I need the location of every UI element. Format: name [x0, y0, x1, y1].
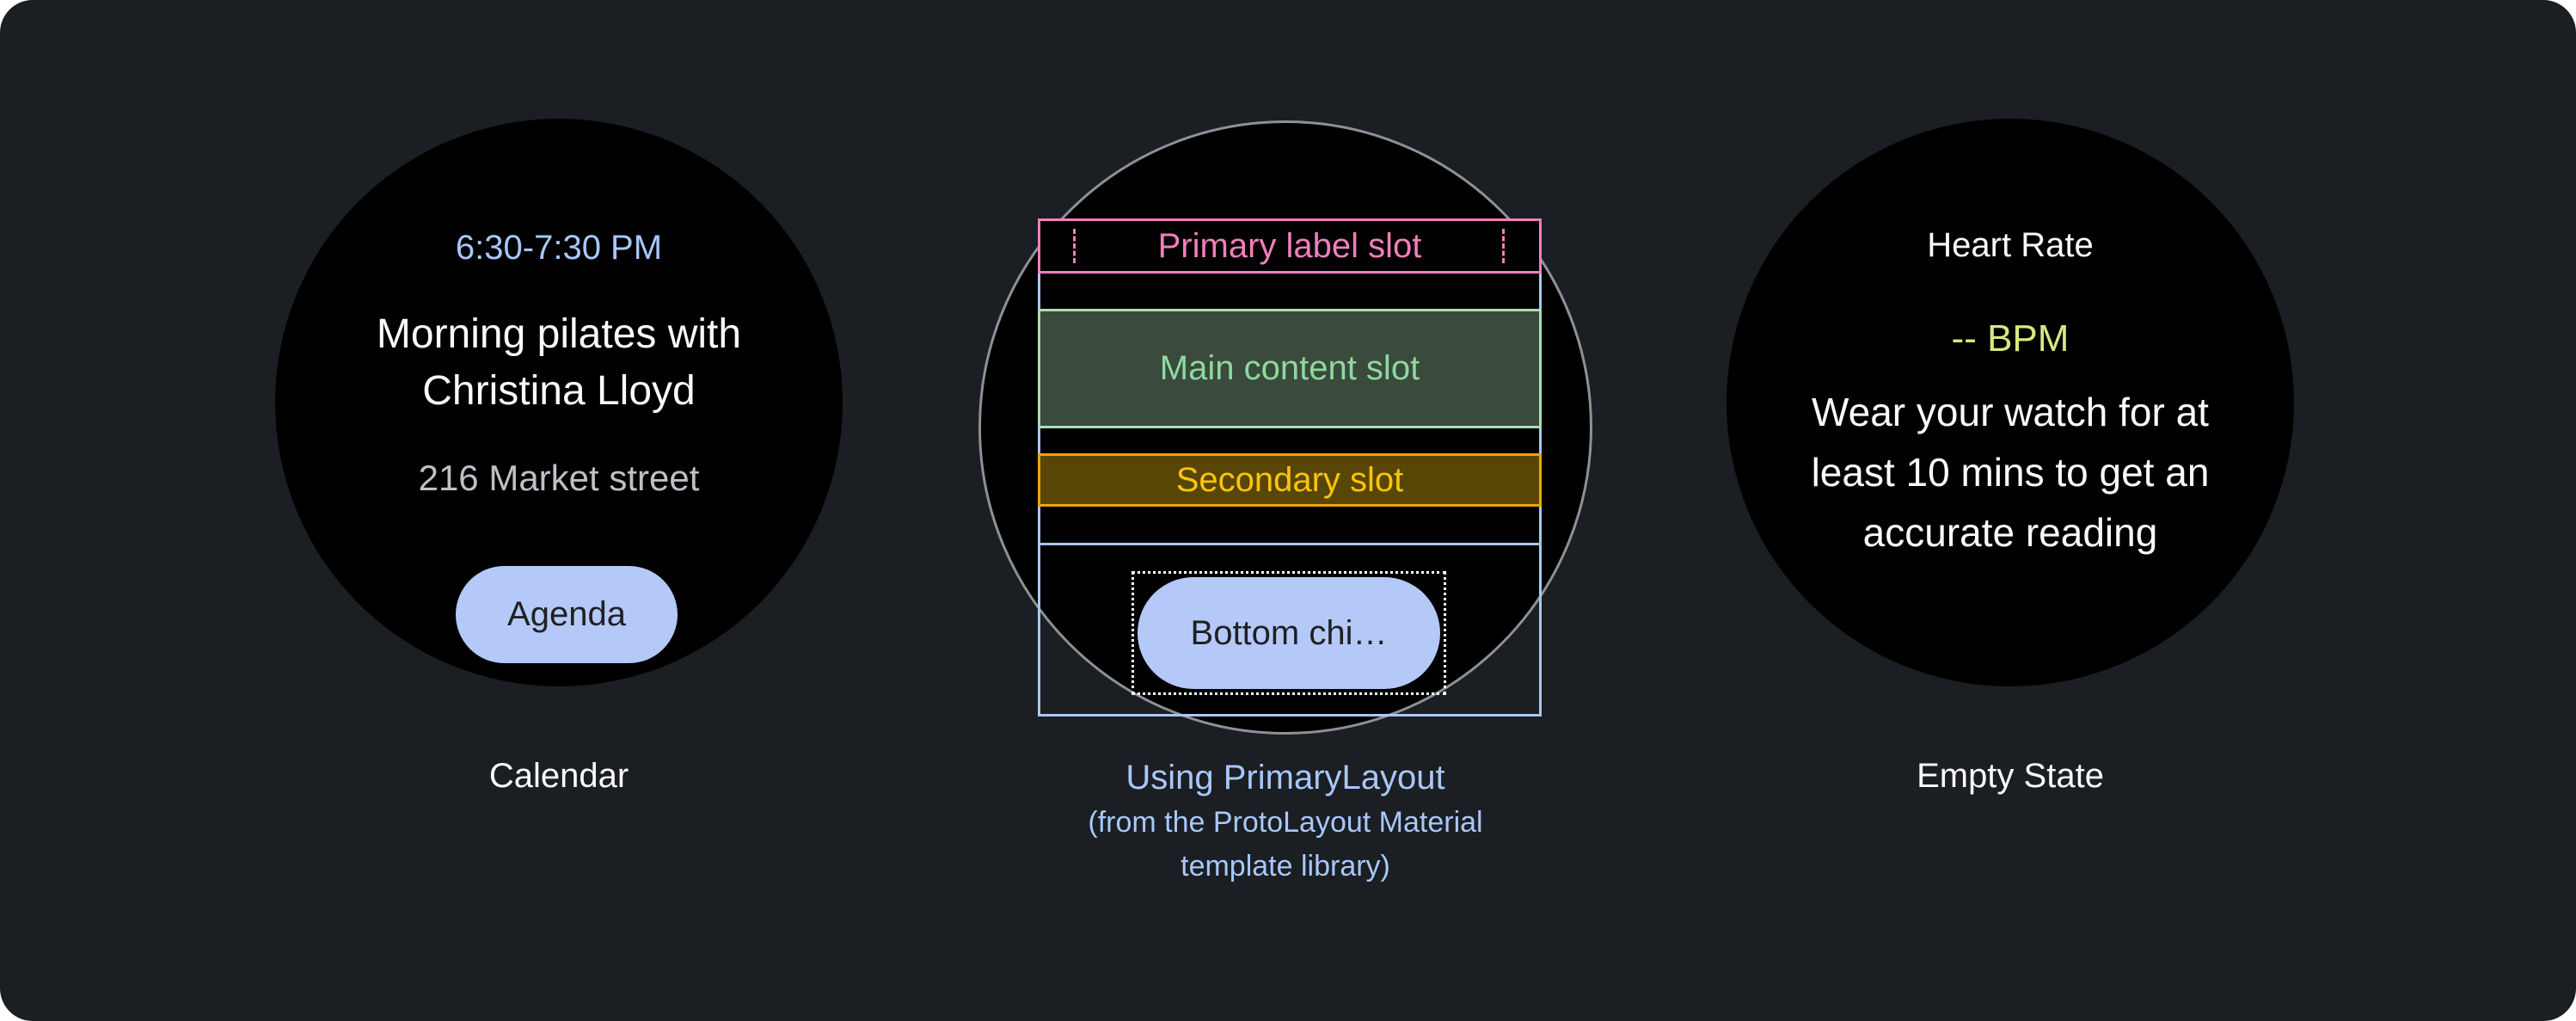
primarylayout-caption-line-2: (from the ProtoLayout Material: [1088, 806, 1483, 839]
slot-divider-line: [1038, 543, 1542, 545]
main-content-slot: Main content slot: [1038, 309, 1542, 428]
heart-rate-title: Heart Rate: [1927, 226, 2094, 264]
secondary-slot-text: Secondary slot: [1175, 460, 1404, 499]
heart-rate-message-line-3: accurate reading: [1862, 510, 2158, 555]
event-title-line-2: Christina Lloyd: [422, 368, 696, 414]
main-content-slot-text: Main content slot: [1159, 349, 1420, 387]
bottom-chip-button[interactable]: Bottom chi…: [1138, 577, 1440, 689]
bottom-chip-slot-outline: Bottom chi…: [1132, 571, 1446, 695]
event-location-label: 216 Market street: [418, 458, 700, 498]
event-time-label: 6:30-7:30 PM: [455, 229, 663, 267]
margin-guide-left: [1073, 229, 1076, 263]
heart-rate-message: Wear your watch for at least 10 mins to g…: [1727, 382, 2294, 563]
secondary-slot: Secondary slot: [1038, 453, 1542, 507]
primarylayout-caption-line-3: template library): [1181, 850, 1390, 883]
primary-label-slot-text: Primary label slot: [1157, 226, 1422, 265]
event-title-line-1: Morning pilates with: [376, 311, 742, 357]
calendar-caption: Calendar: [488, 757, 629, 795]
heart-rate-message-line-1: Wear your watch for at: [1812, 390, 2209, 434]
margin-guide-right: [1502, 229, 1505, 263]
heart-rate-message-line-2: least 10 mins to get an: [1811, 450, 2210, 495]
empty-state-caption: Empty State: [1917, 757, 2104, 795]
heart-rate-value: -- BPM: [1951, 317, 2070, 360]
heart-rate-watch-face: [1727, 119, 2294, 686]
primary-label-slot: Primary label slot: [1038, 218, 1542, 274]
primarylayout-caption-line-1: Using PrimaryLayout: [1125, 759, 1445, 797]
primarylayout-caption: Using PrimaryLayout (from the ProtoLayou…: [978, 755, 1592, 888]
agenda-chip-button[interactable]: Agenda: [456, 566, 678, 663]
